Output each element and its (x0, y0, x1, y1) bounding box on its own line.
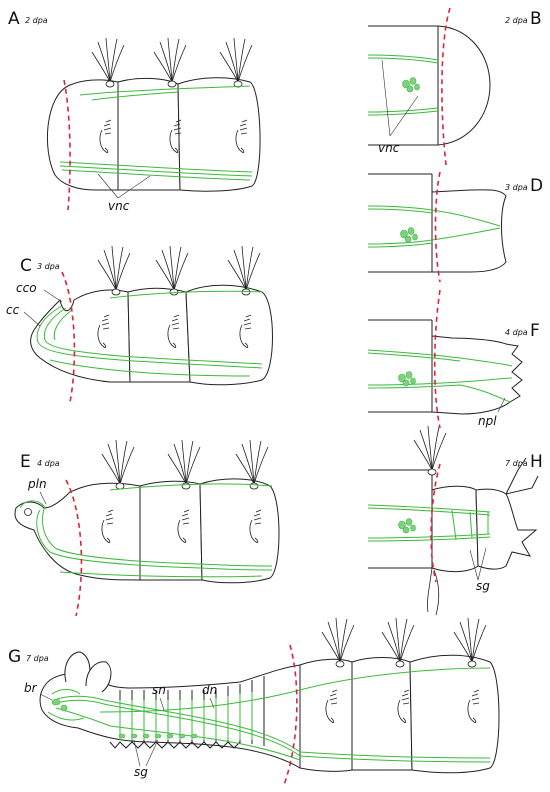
panel-g: G 7 dpa (8, 617, 500, 786)
regenerate-bud (431, 174, 507, 273)
ganglion-cluster (402, 77, 420, 93)
panel-c-letter: C (20, 256, 32, 276)
nerve-cords-a (59, 85, 253, 181)
nerve-cords-e (19, 483, 273, 578)
panel-d: D 3 dpa (367, 171, 543, 283)
panel-f-stage: 4 dpa (505, 328, 528, 337)
amputation-line (441, 7, 451, 166)
chaeta-tuft (155, 245, 189, 296)
amputation-line (63, 79, 71, 211)
label-leader (97, 173, 151, 199)
label-br: br (24, 681, 38, 695)
label-leader (43, 289, 63, 303)
chaeta-bundle (427, 567, 440, 616)
panel-g-stage: 7 dpa (26, 654, 49, 663)
panel-g-letter: G (8, 647, 21, 667)
ganglion-cluster (398, 371, 416, 387)
worm-body-e (14, 478, 280, 584)
amputation-line (283, 644, 298, 786)
panel-e: E 4 dpa pln (14, 439, 280, 617)
label-pln: pln (27, 477, 47, 491)
nerve-cords-c (36, 290, 263, 377)
label-vnc-a: vnc (108, 199, 130, 213)
panel-e-letter: E (20, 452, 31, 472)
ganglion-cluster (400, 227, 418, 243)
body-wall (368, 319, 432, 413)
pygidium (475, 488, 538, 570)
parapodia (109, 741, 241, 749)
worm-body-a (46, 77, 261, 192)
panel-c: C 3 dpa cco cc (6, 245, 273, 403)
panel-e-stage: 4 dpa (37, 459, 60, 468)
nerve-cords-f (367, 349, 513, 403)
panel-h: H 7 dpa sg (367, 425, 543, 616)
worm-body-g (299, 654, 500, 774)
label-cco: cco (16, 281, 37, 295)
label-leader (497, 397, 506, 413)
panel-b-letter: B (530, 9, 542, 29)
regenerate-bud (431, 320, 523, 415)
label-sg-g: sg (134, 765, 148, 779)
chaeta-tuft (413, 425, 447, 476)
body-wall (368, 469, 432, 569)
panel-d-stage: 3 dpa (505, 183, 528, 192)
nerve-cords-h (367, 504, 491, 542)
label-cc: cc (6, 303, 20, 317)
body-wall (368, 25, 438, 146)
label-leader (159, 697, 165, 711)
label-leader (39, 693, 53, 701)
body-wall (368, 173, 432, 273)
panel-h-letter: H (530, 452, 543, 472)
anal-cirri (505, 457, 539, 495)
label-npl: npl (478, 414, 497, 428)
amputation-line (430, 463, 441, 583)
label-leader (381, 59, 419, 137)
panel-f: F 4 dpa npl (367, 289, 540, 429)
palp (85, 661, 112, 693)
label-leader (133, 739, 159, 767)
panel-h-stage: 7 dpa (505, 459, 528, 468)
amputation-line (61, 271, 76, 403)
amputation-line (434, 171, 441, 283)
chaeta-tuft (101, 439, 135, 490)
label-leader (39, 491, 47, 505)
panel-a-letter: A (8, 9, 20, 29)
label-leader (23, 311, 41, 327)
nerve-cords-b (367, 54, 439, 116)
label-sn: sn (152, 683, 166, 697)
panel-a: A 2 dpa vnc (8, 9, 261, 213)
ganglion-cluster (398, 518, 416, 534)
label-leader (469, 547, 487, 581)
nerve-cords-d (367, 205, 501, 248)
label-vnc-b: vnc (378, 141, 400, 155)
panel-d-letter: D (530, 176, 543, 196)
panel-c-stage: 3 dpa (37, 262, 60, 271)
eye-spot (24, 508, 32, 516)
segmental-ganglia-g (51, 698, 198, 739)
regenerate-bud (437, 25, 491, 146)
label-leader (209, 697, 215, 709)
panel-a-stage: 2 dpa (25, 16, 48, 25)
chaeta-tuft (97, 245, 131, 296)
amputation-line (65, 479, 83, 617)
panel-b: B 2 dpa vnc (367, 7, 542, 166)
label-sg-h: sg (476, 579, 490, 593)
label-dn: dn (202, 683, 217, 697)
worm-body-c (30, 284, 273, 386)
panel-f-letter: F (530, 321, 540, 341)
nerve-system-g (47, 667, 491, 763)
panel-b-stage: 2 dpa (505, 16, 528, 25)
